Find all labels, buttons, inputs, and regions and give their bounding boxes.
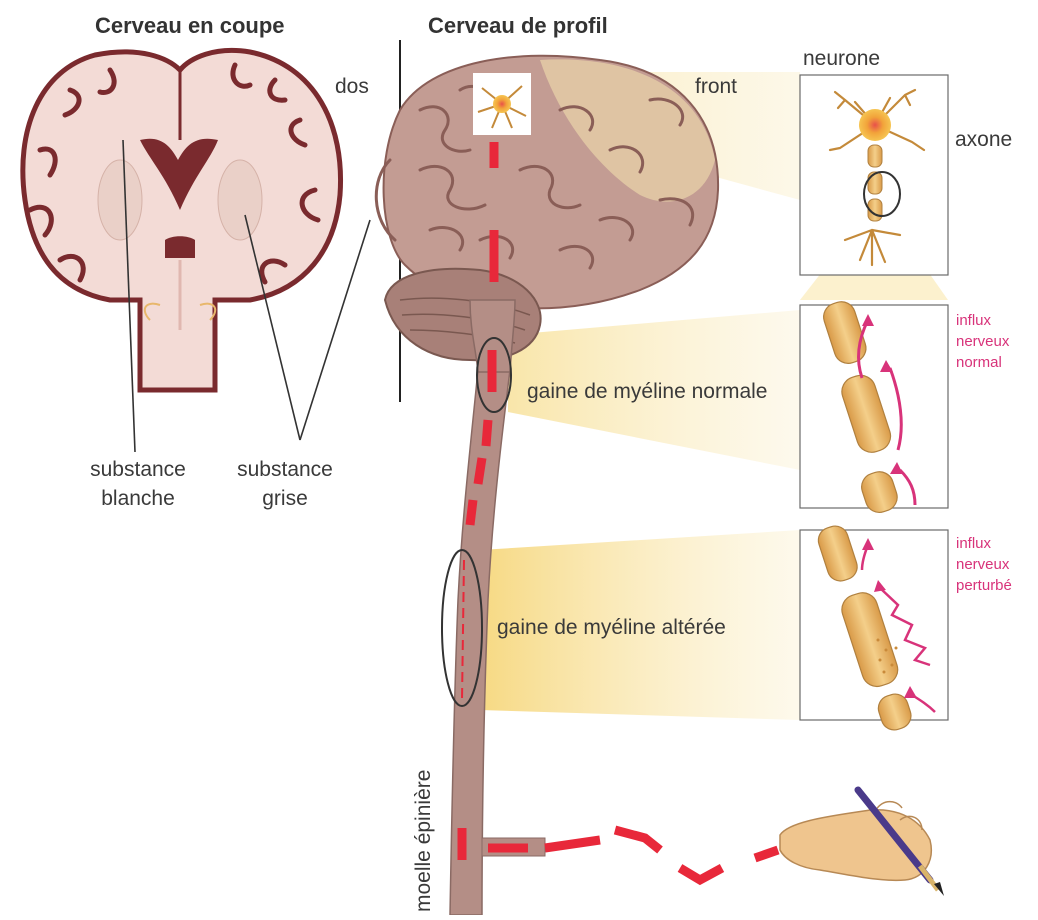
influx-normal-line1: influx [956,310,1009,331]
altered-sheath-label: gaine de myéline altérée [497,616,726,640]
profile-title: Cerveau de profil [428,13,608,39]
influx-disturbed-line3: perturbé [956,575,1012,596]
coronal-brain-section [23,50,341,390]
grey-matter-line1: substance [235,455,335,484]
influx-disturbed-line2: nerveux [956,554,1012,575]
neurone-label: neurone [803,47,880,71]
normal-myelin-box [800,298,948,516]
normal-sheath-label: gaine de myéline normale [527,380,767,404]
neuron-box [800,75,948,275]
grey-matter-label: substance grise [235,455,335,513]
axone-label: axone [955,128,1012,152]
white-matter-line2: blanche [88,484,188,513]
influx-normal-line2: nerveux [956,331,1009,352]
influx-normal-label: influx nerveux normal [956,310,1009,373]
white-matter-label: substance blanche [88,455,188,513]
dos-label: dos [335,75,369,99]
altered-myelin-box [800,523,948,734]
influx-normal-line3: normal [956,352,1009,373]
grey-matter-line2: grise [235,484,335,513]
hand-with-pen [780,790,944,896]
influx-disturbed-label: influx nerveux perturbé [956,533,1012,596]
front-label: front [695,75,737,99]
white-matter-line1: substance [88,455,188,484]
coronal-title: Cerveau en coupe [95,13,285,39]
influx-disturbed-line1: influx [956,533,1012,554]
neuron-inset-small [473,73,531,135]
spinal-cord-label: moelle épinière [412,770,436,912]
